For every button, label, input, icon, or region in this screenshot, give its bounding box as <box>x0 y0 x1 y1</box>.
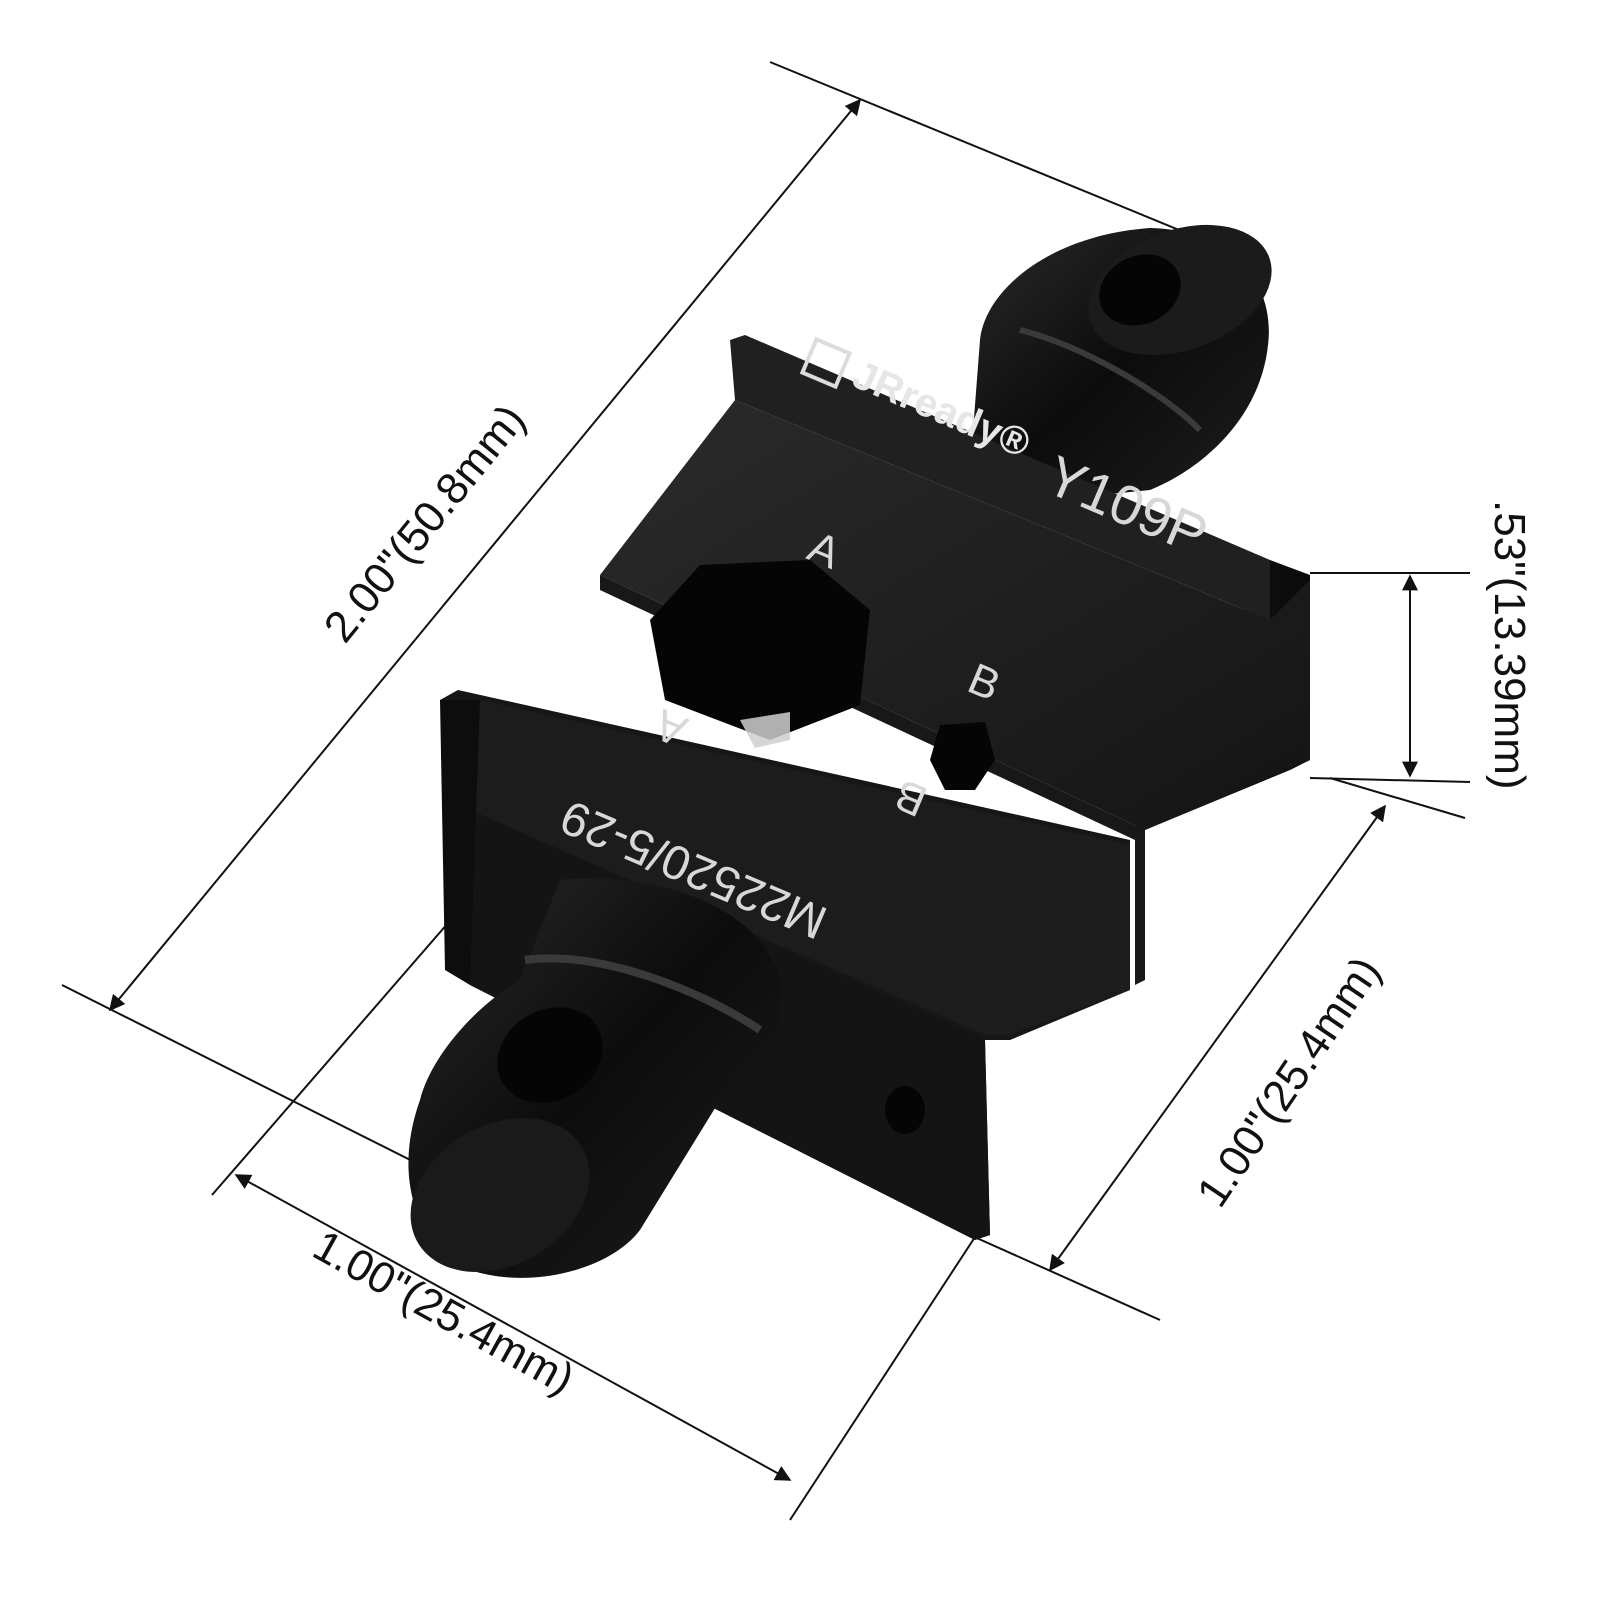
dimension-lines <box>61 61 1471 1521</box>
top-pin <box>970 224 1272 500</box>
height-label: .53"(13.39mm) <box>1485 500 1534 790</box>
depth-extension-bottom <box>969 1234 1161 1321</box>
height-extension-bottom-angled <box>1329 777 1466 819</box>
length-dimension-arrow <box>108 98 862 1012</box>
brand-logo-icon <box>799 336 853 390</box>
height-extension-bottom <box>1309 777 1471 783</box>
length-extension-top <box>769 61 1241 256</box>
cavity-a <box>650 560 870 740</box>
width-dimension-arrow <box>234 1174 792 1481</box>
depth-dimension-arrow <box>1049 804 1386 1272</box>
width-extension-right <box>789 1236 976 1521</box>
length-label: 2.00"(50.8mm) <box>315 395 535 651</box>
bottom-pin <box>408 878 782 1278</box>
crimp-cavities <box>650 560 995 790</box>
length-extension-bottom <box>61 984 471 1191</box>
top-pin-hole <box>1099 254 1181 326</box>
upper-die <box>600 335 1310 985</box>
cavity-b <box>930 722 995 790</box>
bottom-pin-hole <box>497 1007 603 1103</box>
depth-label: 1.00"(25.4mm) <box>1188 948 1391 1215</box>
crimp-die-set: JRready® Y109P A B A B M22520/5-29 <box>408 224 1310 1278</box>
width-extension-left <box>211 914 456 1196</box>
set-screw-hole <box>885 1086 925 1134</box>
